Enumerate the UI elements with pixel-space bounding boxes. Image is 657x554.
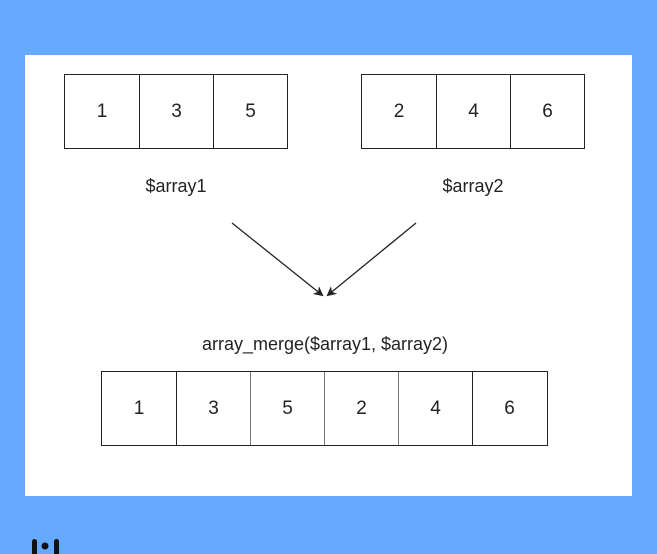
merged-cell: 3: [176, 372, 250, 445]
array1-cell: 3: [139, 75, 213, 148]
merged-cell: 4: [398, 372, 472, 445]
arrow-left: [231, 222, 324, 297]
logo-glyph-icon: [32, 539, 59, 554]
array1-box: 1 3 5: [64, 74, 288, 149]
array1-cell: 1: [96, 100, 108, 122]
array2-box: 2 4 6: [361, 74, 585, 149]
merged-cell: 5: [250, 372, 324, 445]
merged-array-box: 1 3 5 2 4 6: [101, 371, 548, 446]
array2-cell: 2: [393, 100, 405, 122]
merge-label: array_merge($array1, $array2): [201, 334, 449, 354]
merged-cell: 2: [324, 372, 398, 445]
array1-label: $array1: [145, 176, 207, 196]
array2-label: $array2: [442, 176, 504, 196]
array2-cell: 4: [436, 75, 510, 148]
diagram-panel: [25, 55, 632, 496]
merged-cell: 1: [133, 397, 145, 419]
merged-cell: 6: [472, 372, 546, 445]
array2-cell: 6: [510, 75, 584, 148]
arrow-right: [326, 222, 417, 297]
array1-cell: 5: [213, 75, 287, 148]
